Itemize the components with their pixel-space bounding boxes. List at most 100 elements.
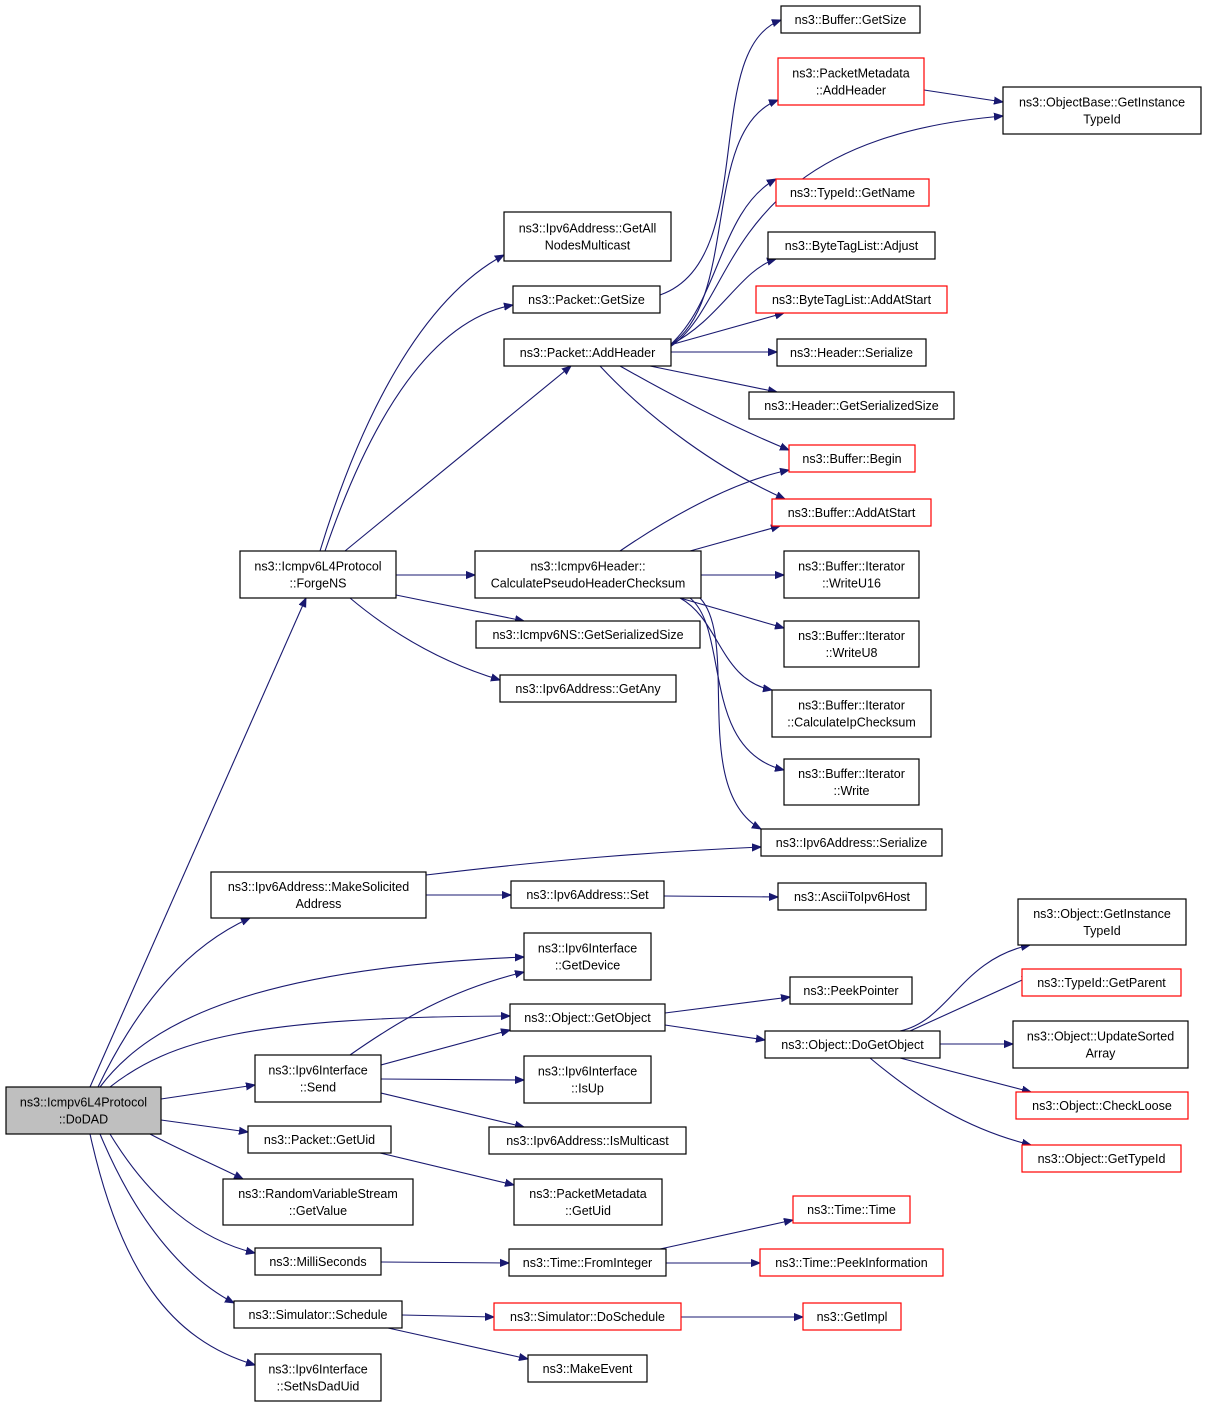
node-label: ns3::Ipv6Interface <box>268 1363 367 1377</box>
node-it_writeu16[interactable]: ns3::Buffer::Iterator::WriteU16 <box>783 550 920 599</box>
edge-makesolicited-to-ipv6_serialize <box>425 847 761 876</box>
node-buf_addatstart[interactable]: ns3::Buffer::AddAtStart <box>771 498 932 527</box>
node-label: ns3::ByteTagList::AddAtStart <box>772 293 932 307</box>
node-label: ns3::Packet::AddHeader <box>520 346 656 360</box>
edge-obj_dogetobject-to-obj_getinstance <box>899 945 1030 1032</box>
node-label: ::ForgeNS <box>290 577 347 591</box>
nodes-layer: ns3::Icmpv6L4Protocol::DoDAD ns3::Icmpv6L… <box>5 5 1202 1402</box>
node-ipv6_getany[interactable]: ns3::Ipv6Address::GetAny <box>499 674 677 703</box>
node-box <box>513 1178 663 1226</box>
node-hdr_serialize[interactable]: ns3::Header::Serialize <box>776 338 927 367</box>
node-peekpointer[interactable]: ns3::PeekPointer <box>789 976 913 1005</box>
node-label: ns3::Time::Time <box>807 1203 896 1217</box>
node-btl_addatstart[interactable]: ns3::ByteTagList::AddAtStart <box>755 285 948 314</box>
node-pm_addheader[interactable]: ns3::PacketMetadata::AddHeader <box>777 57 925 106</box>
node-box <box>523 1055 652 1104</box>
node-makeevent[interactable]: ns3::MakeEvent <box>527 1354 648 1383</box>
node-box <box>509 1003 666 1032</box>
node-time_peekinfo[interactable]: ns3::Time::PeekInformation <box>759 1248 944 1277</box>
node-it_write[interactable]: ns3::Buffer::Iterator::Write <box>783 758 920 806</box>
node-label: TypeId <box>1083 113 1121 127</box>
node-label: ns3::Buffer::GetSize <box>795 13 907 27</box>
edge-calcpseudo-to-it_write <box>689 597 784 770</box>
node-forgens[interactable]: ns3::Icmpv6L4Protocol::ForgeNS <box>239 550 397 599</box>
node-box <box>759 1248 944 1277</box>
node-getimpl[interactable]: ns3::GetImpl <box>802 1302 902 1331</box>
node-btl_adjust[interactable]: ns3::ByteTagList::Adjust <box>767 231 936 260</box>
node-ipv6_serialize[interactable]: ns3::Ipv6Address::Serialize <box>760 828 943 857</box>
node-hdr_getsersize[interactable]: ns3::Header::GetSerializedSize <box>748 391 955 420</box>
node-label: ns3::Ipv6Address::Serialize <box>776 836 928 850</box>
node-ipv6_ismulticast[interactable]: ns3::Ipv6Address::IsMulticast <box>488 1126 687 1155</box>
node-sim_schedule[interactable]: ns3::Simulator::Schedule <box>233 1300 403 1329</box>
node-label: ns3::Buffer::Iterator <box>798 767 905 781</box>
edge-forgens-to-getallnodes <box>319 255 504 552</box>
node-box <box>1012 1020 1189 1069</box>
node-ns_getsersize[interactable]: ns3::Icmpv6NS::GetSerializedSize <box>475 620 701 649</box>
node-if_isup[interactable]: ns3::Ipv6Interface::IsUp <box>523 1055 652 1104</box>
node-buf_getsize[interactable]: ns3::Buffer::GetSize <box>780 5 921 34</box>
node-typeid_getparent[interactable]: ns3::TypeId::GetParent <box>1021 968 1182 997</box>
edge-sim_schedule-to-makeevent <box>387 1327 528 1359</box>
node-if_setnsdaduid[interactable]: ns3::Ipv6Interface::SetNsDadUid <box>254 1353 382 1402</box>
edge-obj_dogetobject-to-obj_gettypeid <box>869 1057 1031 1145</box>
node-label: ns3::Object::GetObject <box>524 1011 651 1025</box>
edge-if_send-to-if_isup <box>380 1079 524 1080</box>
node-typeid_getname[interactable]: ns3::TypeId::GetName <box>775 178 930 207</box>
node-buf_begin[interactable]: ns3::Buffer::Begin <box>788 444 916 473</box>
node-obj_gettypeid[interactable]: ns3::Object::GetTypeId <box>1021 1144 1182 1173</box>
node-box <box>775 178 930 207</box>
node-pkt_getsize[interactable]: ns3::Packet::GetSize <box>512 285 661 314</box>
edge-dodad-to-if_send <box>160 1085 255 1100</box>
node-box <box>1021 1144 1182 1173</box>
node-calcpseudo[interactable]: ns3::Icmpv6Header::CalculatePseudoHeader… <box>474 550 702 599</box>
edge-calcpseudo-to-it_calcip <box>679 597 772 690</box>
node-box <box>760 828 943 857</box>
node-label: ::WriteU8 <box>826 646 878 660</box>
node-it_writeu8[interactable]: ns3::Buffer::Iterator::WriteU8 <box>783 620 920 668</box>
edge-pkt_getsize-to-buf_getsize <box>659 20 781 296</box>
node-time_frominteger[interactable]: ns3::Time::FromInteger <box>508 1248 667 1277</box>
edge-pkt_addheader-to-pm_addheader <box>669 100 778 346</box>
node-box <box>1017 898 1187 946</box>
node-label: ns3::Ipv6Address::MakeSolicited <box>228 880 409 894</box>
node-label: ns3::PacketMetadata <box>792 67 909 81</box>
node-obj_checkloose[interactable]: ns3::Object::CheckLoose <box>1015 1091 1189 1120</box>
node-milliseconds[interactable]: ns3::MilliSeconds <box>254 1247 382 1276</box>
node-sim_doschedule[interactable]: ns3::Simulator::DoSchedule <box>493 1302 682 1331</box>
node-asciitoipv6[interactable]: ns3::AsciiToIpv6Host <box>777 882 927 911</box>
node-obj_getobject[interactable]: ns3::Object::GetObject <box>509 1003 666 1032</box>
node-rvs_getvalue[interactable]: ns3::RandomVariableStream::GetValue <box>222 1178 414 1226</box>
node-ipv6_set[interactable]: ns3::Ipv6Address::Set <box>510 880 665 909</box>
node-box <box>1021 968 1182 997</box>
node-if_getdevice[interactable]: ns3::Ipv6Interface::GetDevice <box>523 932 652 981</box>
node-label: NodesMulticast <box>545 239 631 253</box>
node-pkt_getuid[interactable]: ns3::Packet::GetUid <box>247 1125 392 1154</box>
node-label: ns3::PacketMetadata <box>529 1187 646 1201</box>
node-label: ::AddHeader <box>816 84 886 98</box>
node-label: ns3::MilliSeconds <box>269 1255 366 1269</box>
node-label: ::Send <box>300 1081 336 1095</box>
edge-dodad-to-sim_schedule <box>99 1133 234 1303</box>
node-dodad[interactable]: ns3::Icmpv6L4Protocol::DoDAD <box>5 1086 162 1135</box>
node-label: ns3::Object::GetInstance <box>1033 907 1171 921</box>
node-label: ns3::Packet::GetSize <box>528 293 645 307</box>
edge-pkt_addheader-to-hdr_getsersize <box>649 365 777 392</box>
node-pm_getuid[interactable]: ns3::PacketMetadata::GetUid <box>513 1178 663 1226</box>
edge-calcpseudo-to-it_writeu8 <box>679 597 784 628</box>
node-it_calcip[interactable]: ns3::Buffer::Iterator::CalculateIpChecks… <box>771 689 932 738</box>
node-if_send[interactable]: ns3::Ipv6Interface::Send <box>254 1054 382 1103</box>
node-label: Array <box>1086 1047 1117 1061</box>
node-label: ns3::Buffer::Iterator <box>798 699 905 713</box>
node-time_time[interactable]: ns3::Time::Time <box>792 1195 911 1224</box>
node-box <box>475 620 701 649</box>
node-box <box>523 932 652 981</box>
node-pkt_addheader[interactable]: ns3::Packet::AddHeader <box>503 338 672 367</box>
node-obj_dogetobject[interactable]: ns3::Object::DoGetObject <box>764 1030 941 1059</box>
node-label: TypeId <box>1083 924 1121 938</box>
